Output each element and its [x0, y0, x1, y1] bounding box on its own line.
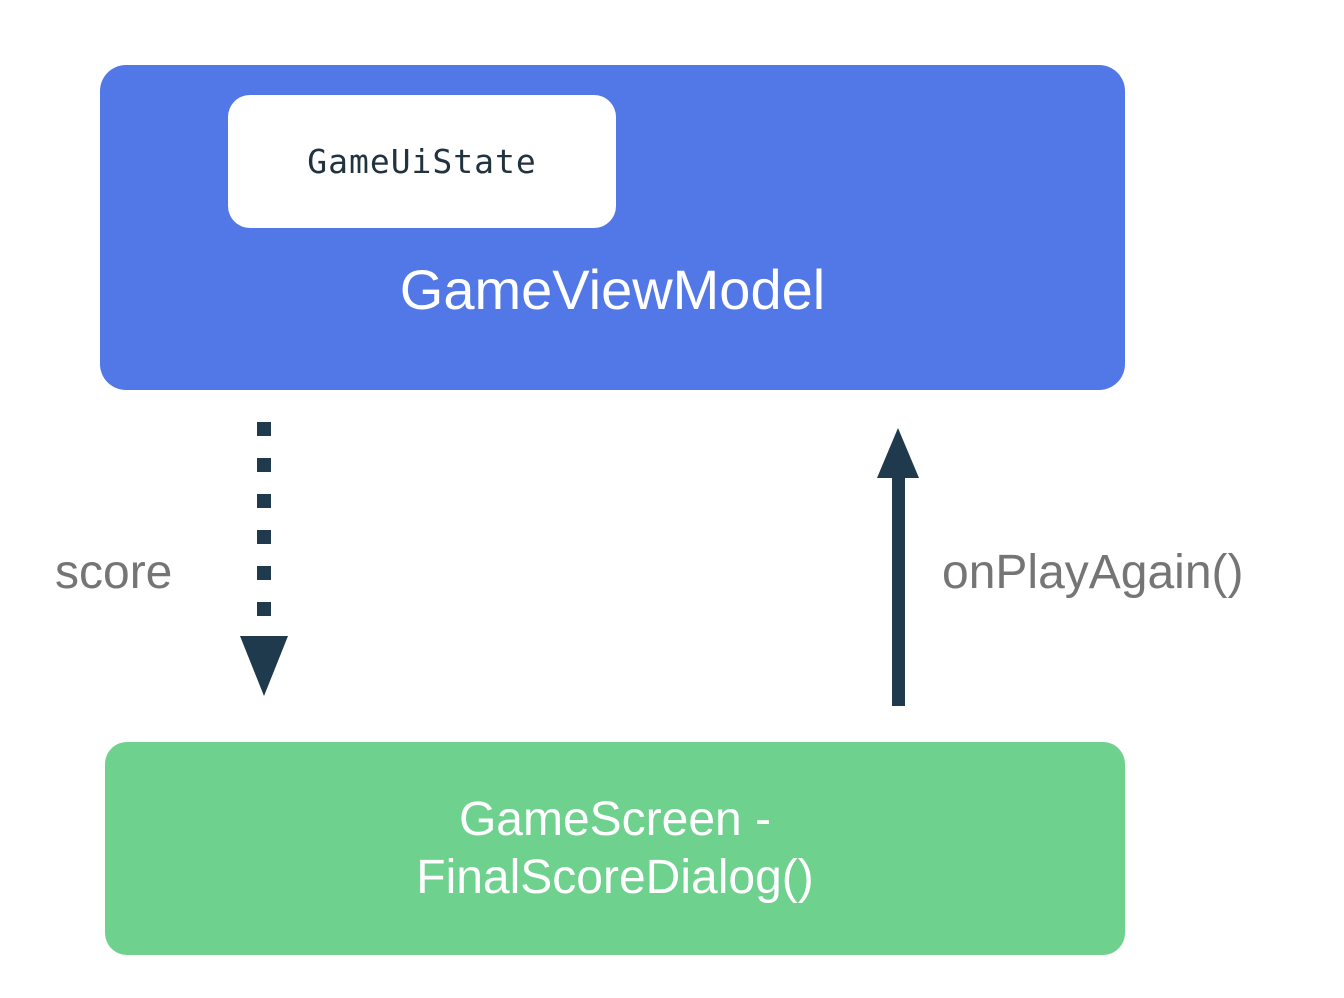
gameuistate-chip-label: GameUiState [307, 142, 537, 181]
solid-arrow-up-icon [876, 428, 920, 706]
onplayagain-edge-label: onPlayAgain() [942, 546, 1244, 599]
gamescreen-label-line2: FinalScoreDialog() [416, 850, 814, 904]
dashed-arrow-down-icon [238, 422, 290, 696]
dashed-arrow-line [257, 422, 271, 618]
solid-arrow-line [891, 478, 905, 706]
gameviewmodel-label: GameViewModel [399, 258, 826, 321]
gamescreen-box: GameScreen - FinalScoreDialog() [105, 742, 1125, 955]
gameuistate-chip: GameUiState [228, 95, 616, 228]
dashed-arrowhead-down-icon [240, 636, 288, 696]
solid-arrowhead-up-icon [877, 428, 919, 478]
score-edge-label: score [55, 546, 173, 599]
gamescreen-label-line1: GameScreen - [458, 792, 772, 846]
gameviewmodel-box: GameUiState GameViewModel [100, 65, 1125, 390]
